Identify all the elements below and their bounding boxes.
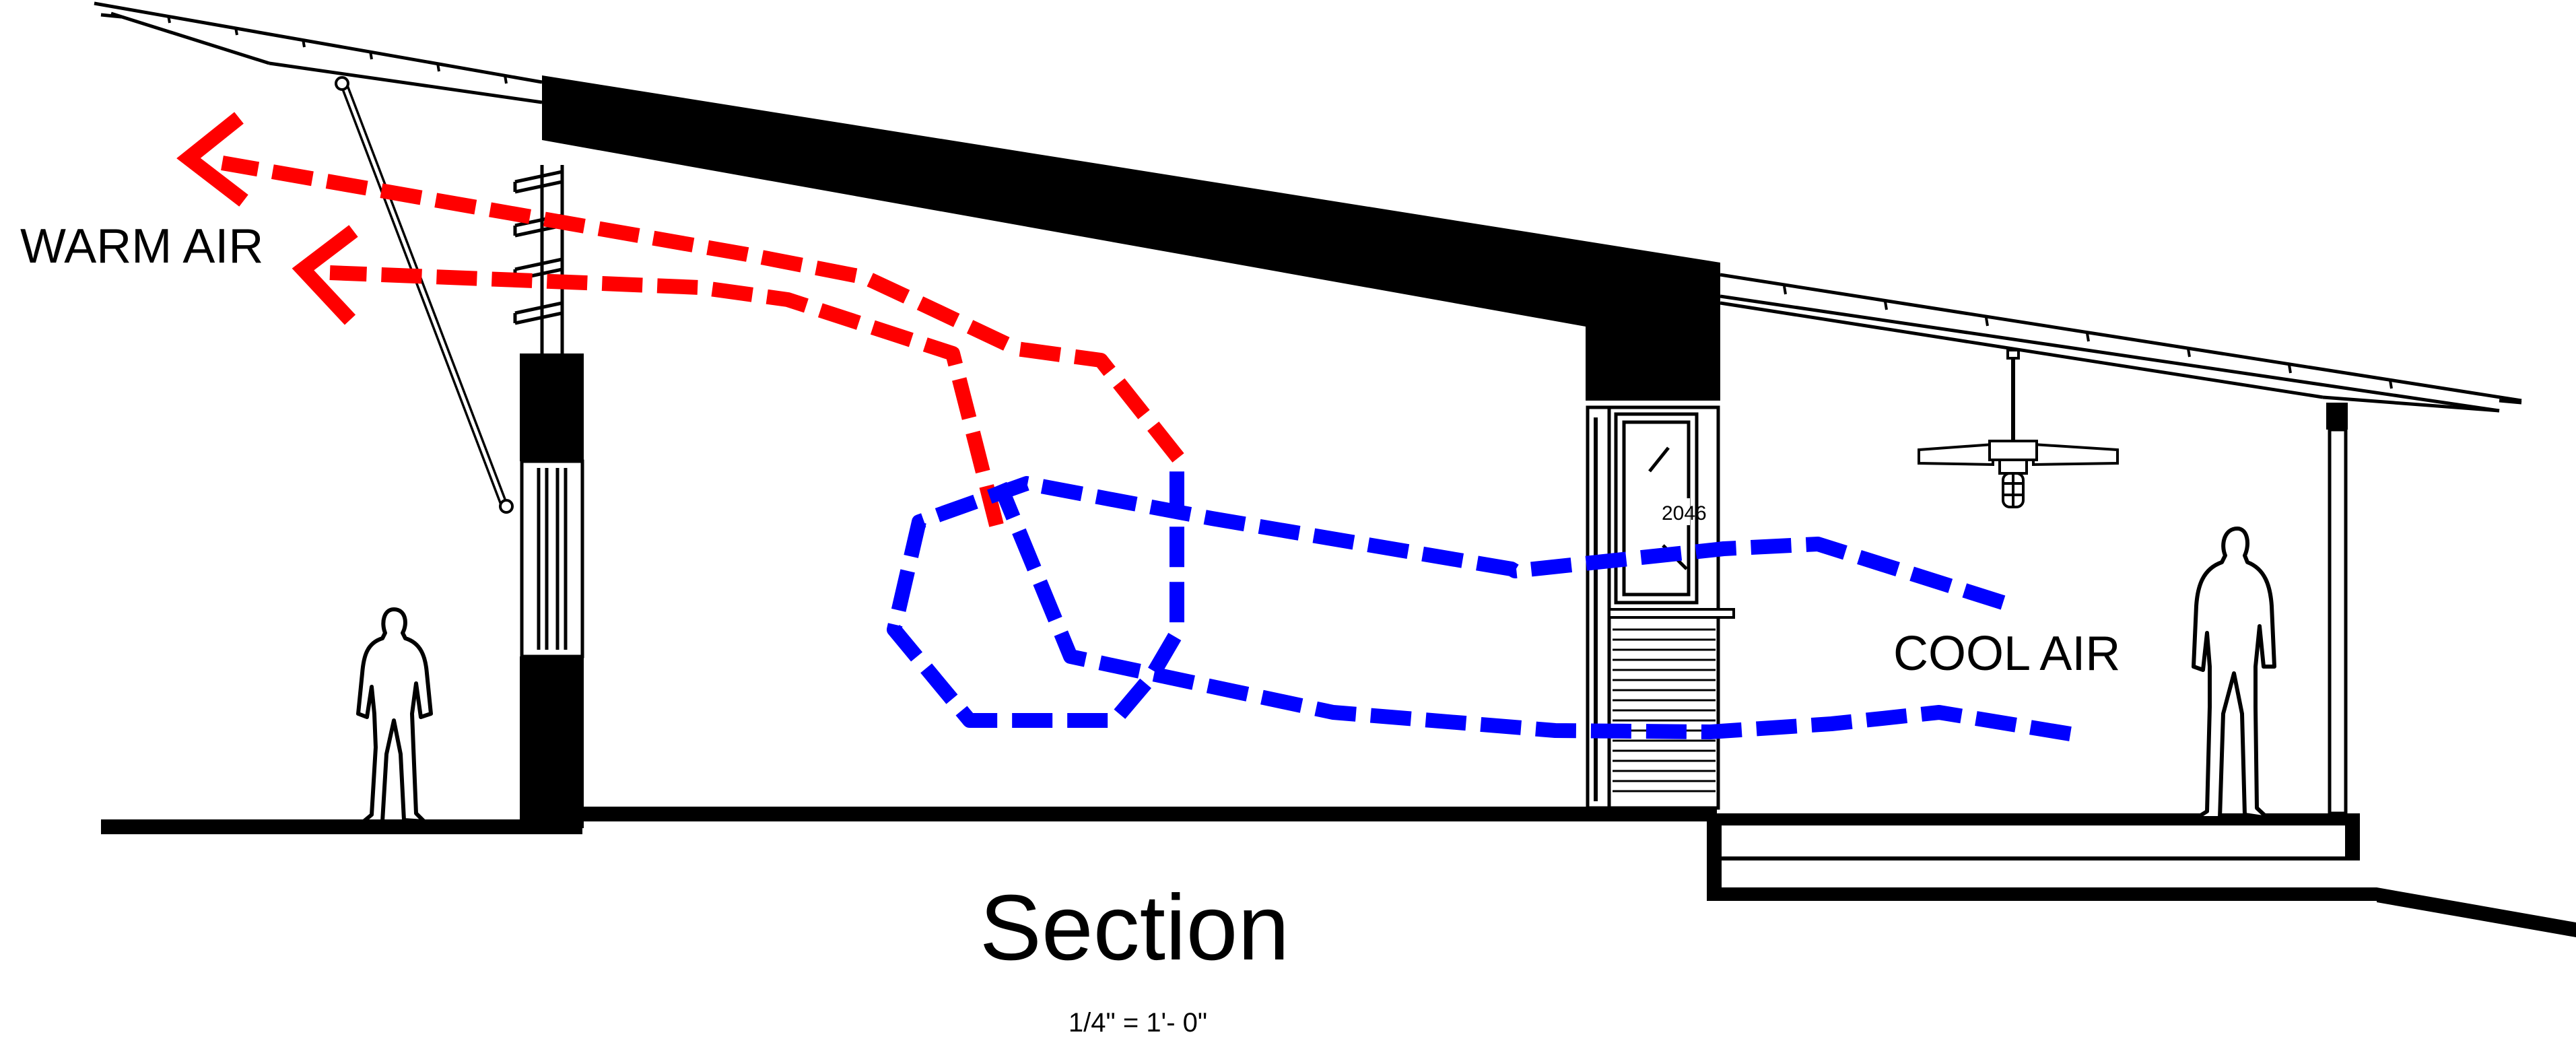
warm-air-label: WARM AIR [20, 219, 263, 273]
arrow-head-icon [176, 112, 248, 207]
door-tag: 2046 [1662, 502, 1707, 525]
porch-roof [1720, 273, 2522, 413]
arrow-head-icon [292, 225, 358, 325]
left-wall [513, 165, 584, 828]
cool-air-label: COOL AIR [1893, 627, 2120, 681]
warm-air-arrowheads [176, 112, 358, 325]
left-roof-overhang [94, 1, 543, 104]
left-roof-ribs [167, 15, 508, 84]
porch-roof-ribs [1783, 285, 2393, 389]
warm-air-path-upper [221, 156, 1184, 463]
floor-lines [101, 807, 2576, 937]
cool-air-flow [887, 461, 2072, 741]
ceiling-fan-icon [1918, 349, 2119, 508]
section-title: Section [980, 876, 1289, 980]
cool-air-path-lower [992, 481, 2072, 741]
clerestory-louvers [513, 165, 564, 353]
left-wall-window [520, 459, 584, 658]
person-silhouette-icon [2192, 527, 2276, 820]
person-silhouette-icon [356, 607, 433, 823]
center-wall: 2046 [1586, 405, 1735, 810]
awning-strut [335, 76, 514, 514]
warm-air-path-lower [329, 265, 1004, 527]
scale-note: 1/4" = 1'- 0" [1069, 1008, 1207, 1038]
main-roof-slab [542, 75, 1720, 401]
porch-column [2326, 403, 2348, 815]
warm-air-flow [221, 156, 1184, 527]
cool-air-path-upper [887, 461, 2006, 728]
